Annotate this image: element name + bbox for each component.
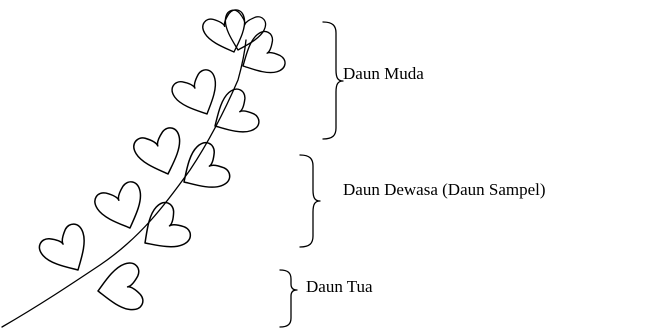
brace-young (322, 21, 344, 140)
brace-old (279, 269, 298, 328)
label-old-leaves: Daun Tua (306, 277, 373, 296)
leaf-young-right-2 (203, 85, 263, 147)
leaf-top-left (199, 6, 255, 60)
label-young-leaves: Daun Muda (343, 64, 424, 83)
leaf-old-right (94, 261, 145, 315)
label-mature-leaves: Daun Dewasa (Daun Sampel) (343, 180, 546, 199)
branch-stem (1, 39, 247, 328)
leaf-mature-right-1 (170, 138, 234, 203)
leaf-mature-left-1 (130, 124, 191, 183)
brace-mature (299, 154, 321, 248)
